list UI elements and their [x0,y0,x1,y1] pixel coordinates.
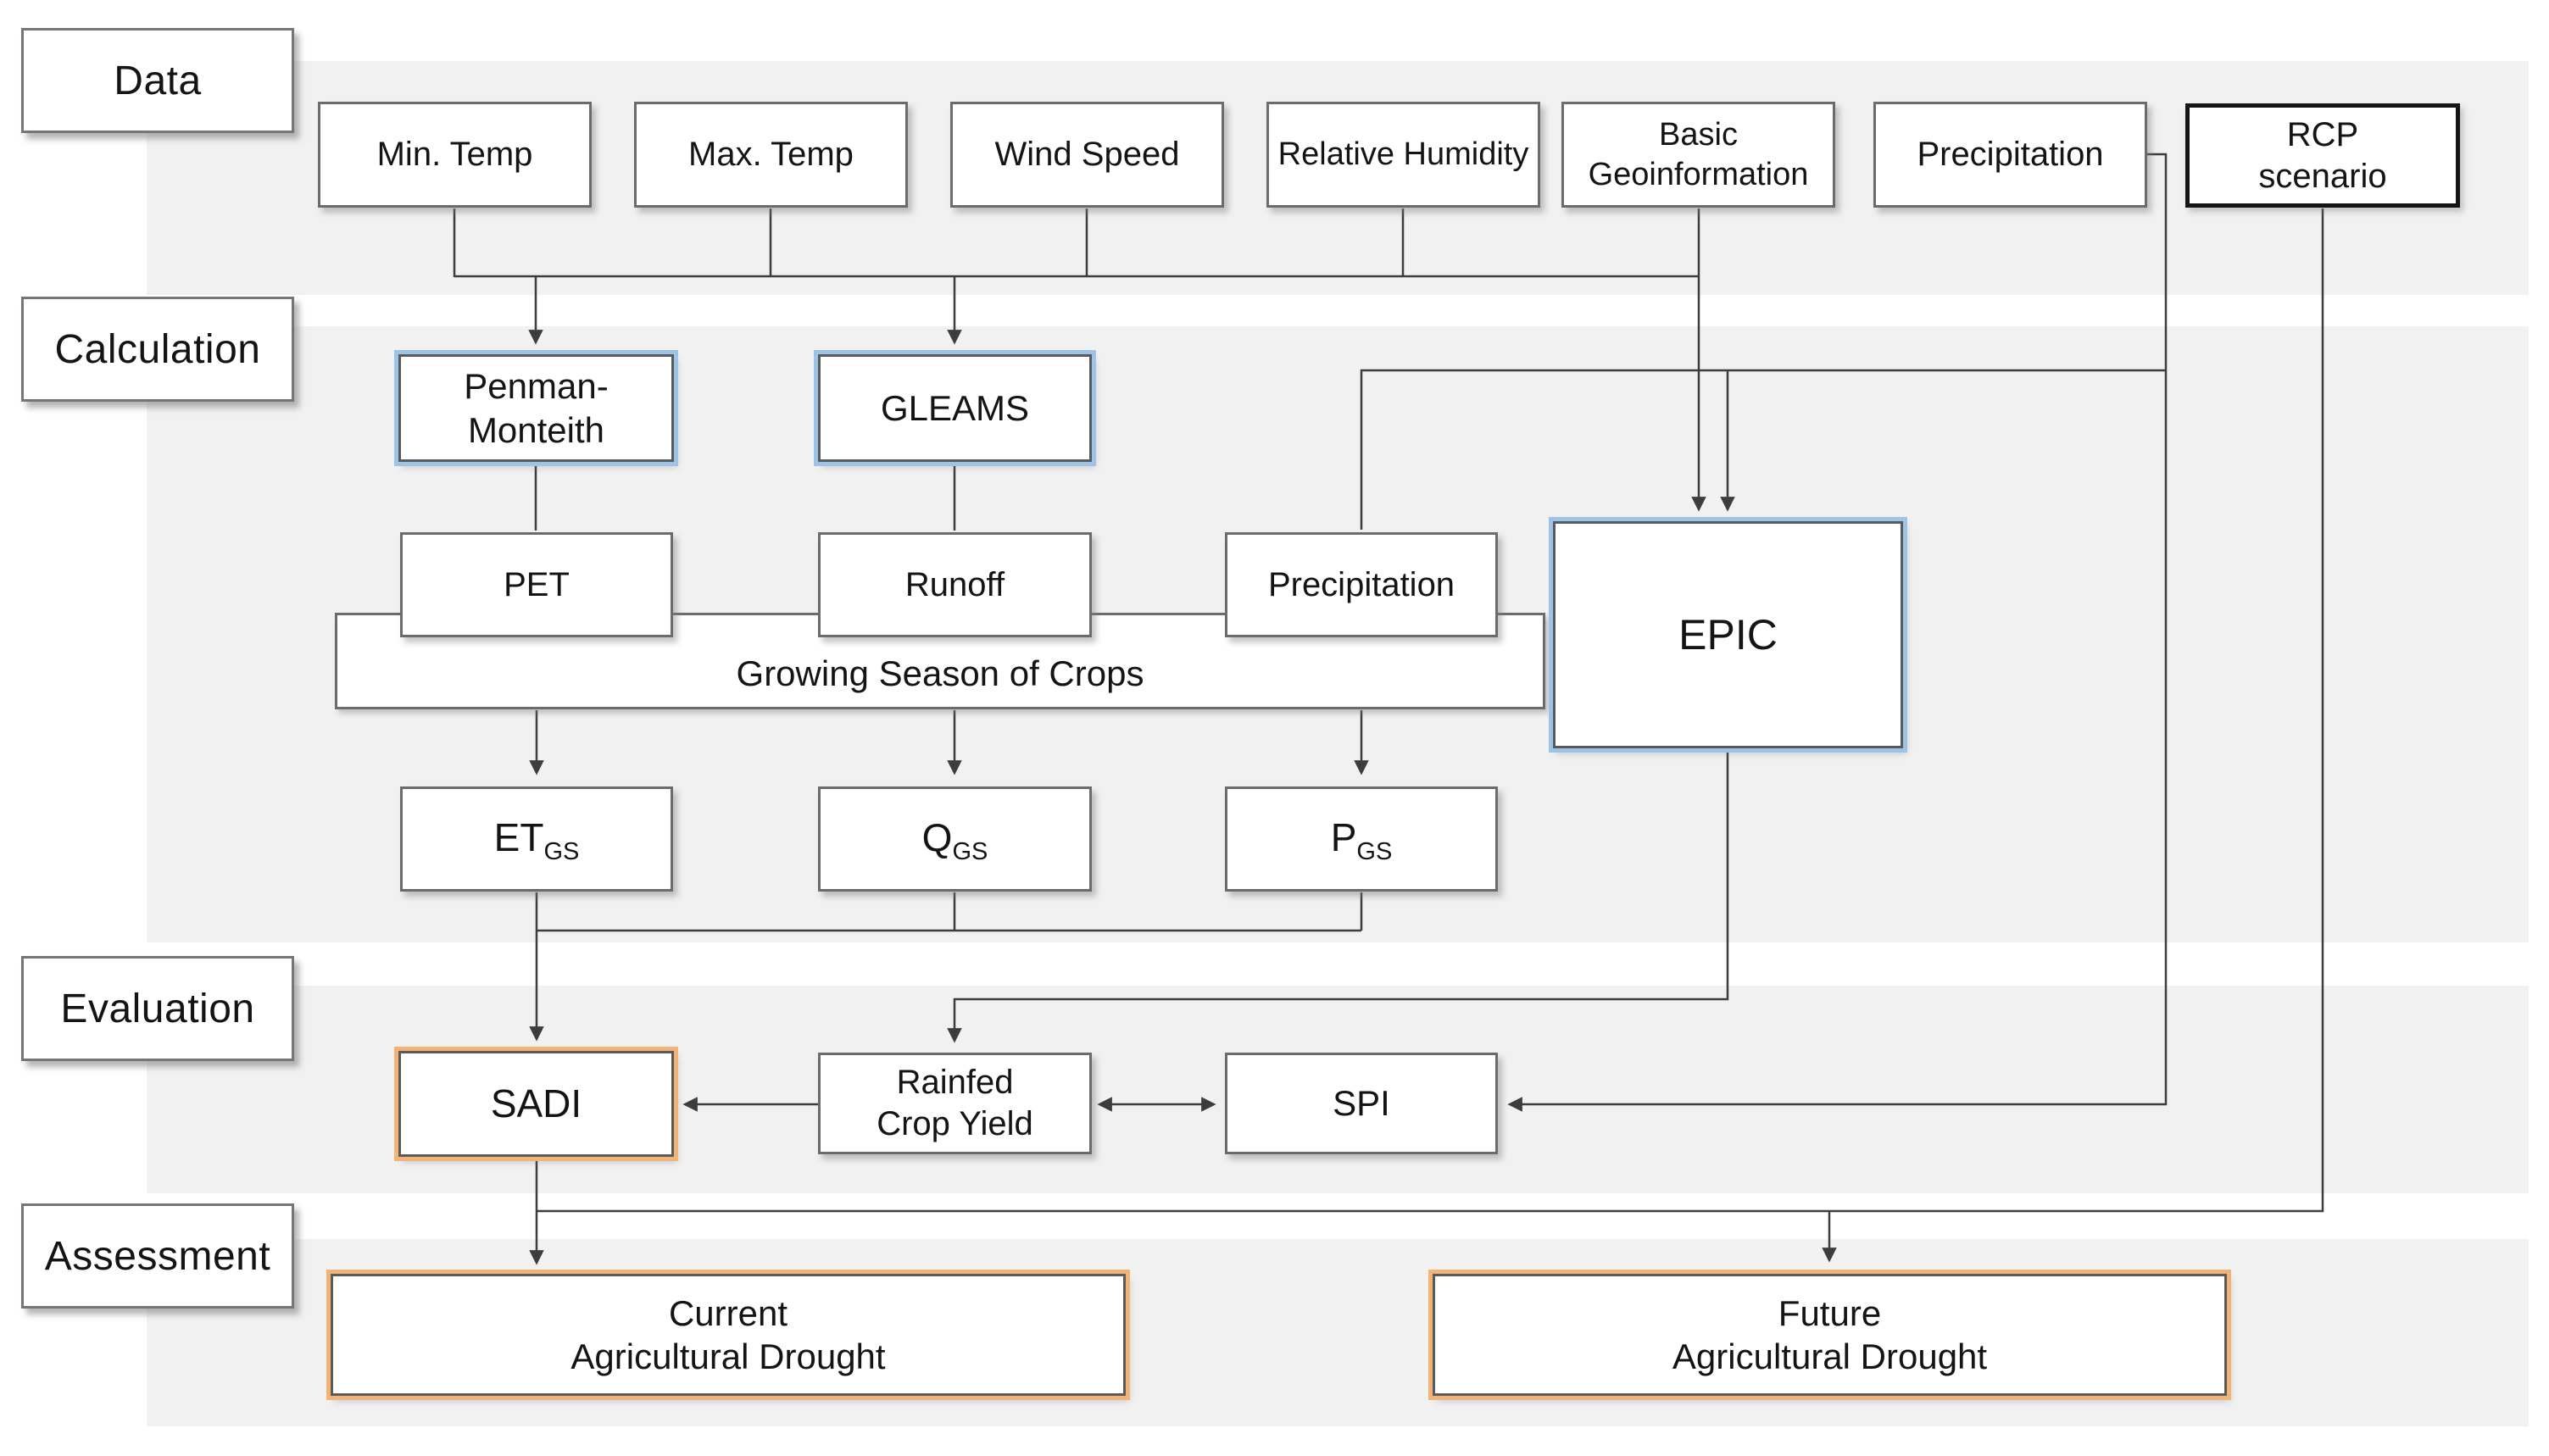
node-runoff: Runoff [818,532,1092,637]
node-precipitation-gs: Precipitation [1225,532,1498,637]
node-epic: EPIC [1553,521,1903,748]
node-label: Runoff [904,565,1005,603]
node-label: Precipitation [1917,136,2104,174]
node-label: Relative Humidity [1277,136,1529,173]
node-label: ETGS [493,814,580,866]
node-label: QGS [921,814,988,866]
node-label: Precipitation [1267,565,1455,603]
section-label-text: Data [114,58,202,103]
node-label: Basic Geoinformation [1588,117,1809,192]
node-relative-humidity: Relative Humidity [1266,102,1540,208]
subscript: GS [543,838,580,866]
node-p-gs: PGS [1225,786,1498,892]
node-label: Wind Speed [994,136,1180,174]
node-penman-monteith: Penman- Monteith [398,354,674,462]
node-label: SADI [490,1081,582,1126]
node-spi: SPI [1225,1053,1498,1154]
node-label: Future Agricultural Drought [1672,1292,1988,1376]
subscript: GS [1356,838,1393,866]
node-wind-speed: Wind Speed [950,102,1224,208]
node-min-temp: Min. Temp [318,102,592,208]
node-label: PET [504,565,570,603]
node-label: RCP scenario [2258,115,2387,195]
node-precipitation-data: Precipitation [1873,102,2147,208]
section-label-data: Data [21,28,294,133]
section-label-text: Evaluation [60,986,255,1031]
node-rcp-scenario: RCP scenario [2185,103,2460,208]
node-max-temp: Max. Temp [634,102,908,208]
node-label: SPI [1333,1083,1390,1124]
node-label: PGS [1330,814,1393,866]
node-label: Growing Season of Crops [736,653,1144,693]
node-future-agricultural-drought: Future Agricultural Drought [1433,1274,2227,1396]
node-label: EPIC [1678,610,1778,659]
section-label-assessment: Assessment [21,1203,294,1309]
node-basic-geoinformation: Basic Geoinformation [1561,102,1835,208]
node-gleams: GLEAMS [818,354,1092,462]
node-label: Rainfed Crop Yield [877,1064,1033,1142]
node-label: GLEAMS [880,387,1030,428]
node-label: Current Agricultural Drought [570,1292,886,1376]
node-q-gs: QGS [818,786,1092,892]
section-label-calculation: Calculation [21,297,294,402]
node-pet: PET [400,532,673,637]
section-label-evaluation: Evaluation [21,956,294,1061]
node-rainfed-crop-yield: Rainfed Crop Yield [818,1053,1092,1154]
node-et-gs: ETGS [400,786,673,892]
node-current-agricultural-drought: Current Agricultural Drought [331,1274,1126,1396]
subscript: GS [952,838,988,866]
node-label: Min. Temp [376,136,533,174]
section-label-text: Calculation [54,326,261,372]
node-label: Penman- Monteith [464,366,609,450]
section-label-text: Assessment [44,1233,271,1279]
node-label: Max. Temp [688,136,854,174]
node-sadi: SADI [398,1051,674,1157]
